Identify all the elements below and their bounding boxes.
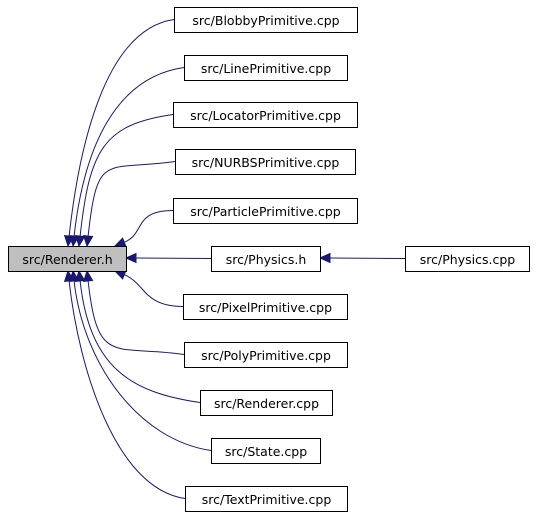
node-label: src/PixelPrimitive.cpp — [199, 300, 332, 315]
arrowhead — [63, 269, 75, 283]
edge-line — [79, 280, 201, 403]
node-nurbs[interactable]: src/NURBSPrimitive.cpp — [175, 149, 356, 175]
node-physics-h[interactable]: src/Physics.h — [211, 246, 321, 272]
edge-line — [135, 257, 212, 259]
node-renderer-h[interactable]: src/Renderer.h — [8, 246, 127, 272]
edge-line — [87, 161, 176, 237]
node-label: src/LinePrimitive.cpp — [201, 61, 331, 76]
edge-particle-to-renderer-h — [113, 210, 174, 247]
node-text[interactable]: src/TextPrimitive.cpp — [185, 486, 348, 512]
node-box — [211, 438, 321, 464]
edge-line — [73, 280, 212, 451]
node-particle[interactable]: src/ParticlePrimitive.cpp — [173, 198, 358, 224]
node-box — [174, 7, 358, 33]
node-blobby[interactable]: src/BlobbyPrimitive.cpp — [174, 7, 358, 33]
node-renderer-cpp[interactable]: src/Renderer.cpp — [200, 390, 333, 416]
arrowhead — [124, 252, 137, 264]
edge-nurbs-to-renderer-h — [82, 161, 176, 248]
node-line[interactable]: src/LinePrimitive.cpp — [184, 55, 348, 81]
node-box — [200, 390, 333, 416]
node-label: src/Renderer.h — [22, 252, 112, 267]
node-box — [183, 294, 348, 320]
node-label: src/LocatorPrimitive.cpp — [190, 108, 341, 123]
arrowhead — [82, 269, 94, 283]
node-label: src/PolyPrimitive.cpp — [201, 348, 331, 363]
node-box — [8, 246, 127, 272]
edge-line — [124, 274, 184, 307]
edge-pixel-to-renderer-h — [113, 270, 184, 307]
node-box — [211, 246, 321, 272]
node-poly[interactable]: src/PolyPrimitive.cpp — [184, 342, 348, 368]
edge-line — [68, 280, 186, 499]
arrowhead — [318, 252, 331, 264]
edge-line — [329, 257, 406, 259]
node-box — [173, 102, 358, 128]
edge-line-to-renderer-h — [68, 67, 185, 248]
node-label: src/NURBSPrimitive.cpp — [192, 155, 340, 170]
node-box — [405, 246, 530, 272]
edge-physics-h-to-renderer-h — [124, 252, 212, 264]
node-label: src/Physics.cpp — [420, 252, 515, 267]
edge-line — [79, 114, 174, 237]
arrowhead — [82, 234, 94, 248]
edge-text-to-renderer-h — [63, 269, 186, 499]
edge-renderer-cpp-to-renderer-h — [74, 269, 201, 403]
edge-locator-to-renderer-h — [74, 114, 174, 248]
arrowhead — [113, 237, 127, 247]
edges-layer — [63, 19, 406, 499]
node-box — [185, 486, 348, 512]
node-label: src/BlobbyPrimitive.cpp — [192, 13, 339, 28]
edge-line — [68, 19, 175, 237]
node-state[interactable]: src/State.cpp — [211, 438, 321, 464]
edge-line — [87, 280, 185, 355]
node-physics-cpp[interactable]: src/Physics.cpp — [405, 246, 530, 272]
node-label: src/TextPrimitive.cpp — [202, 492, 332, 507]
node-locator[interactable]: src/LocatorPrimitive.cpp — [173, 102, 358, 128]
node-box — [184, 55, 348, 81]
nodes-layer: src/Renderer.h src/BlobbyPrimitive.cpp src… — [8, 7, 530, 512]
arrowhead — [74, 234, 86, 248]
node-label: src/State.cpp — [225, 444, 307, 459]
edge-poly-to-renderer-h — [82, 269, 185, 355]
node-label: src/Renderer.cpp — [214, 396, 319, 411]
edge-line — [124, 210, 174, 243]
node-box — [184, 342, 348, 368]
edge-physics-cpp-to-physics-h — [318, 252, 406, 264]
node-box — [175, 149, 356, 175]
node-label: src/Physics.h — [226, 252, 307, 267]
node-label: src/ParticlePrimitive.cpp — [190, 204, 340, 219]
edge-line — [73, 67, 185, 237]
node-pixel[interactable]: src/PixelPrimitive.cpp — [183, 294, 348, 320]
node-box — [173, 198, 358, 224]
